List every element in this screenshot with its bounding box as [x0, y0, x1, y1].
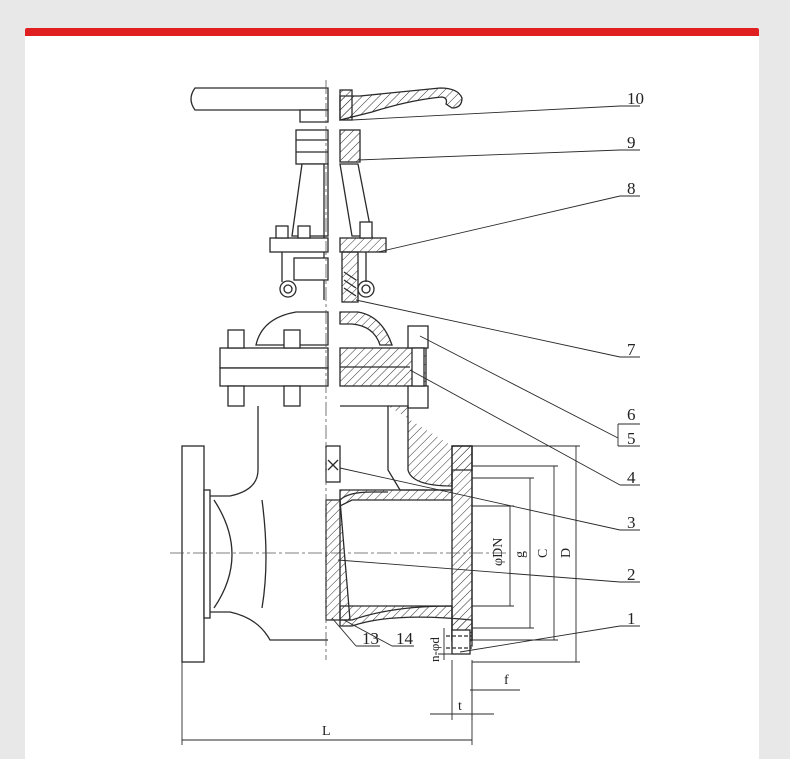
callout-5: 5 — [627, 429, 636, 448]
callout-labels: 10 9 8 7 6 5 4 3 2 1 13 14 — [362, 89, 644, 648]
callout-7: 7 — [627, 340, 636, 359]
gland-flange — [269, 221, 387, 303]
callout-6: 6 — [627, 405, 636, 424]
callout-2: 2 — [627, 565, 636, 584]
centre-lines — [170, 80, 508, 660]
dim-l: L — [322, 724, 331, 739]
accent-bar — [25, 28, 759, 36]
yoke — [291, 163, 373, 300]
valve-body — [208, 405, 473, 641]
dim-f: f — [504, 673, 509, 688]
stem-nut — [295, 129, 361, 165]
callout-4: 4 — [627, 468, 636, 487]
callout-3: 3 — [627, 513, 636, 532]
drawing-sheet: 10 9 8 7 6 5 4 3 2 1 13 14 φDN g C D n-φ… — [25, 28, 759, 759]
dim-d: D — [559, 548, 574, 558]
dimension-labels: φDN g C D n-φd f t L — [322, 538, 574, 739]
callout-1: 1 — [627, 609, 636, 628]
callout-13: 13 — [362, 629, 379, 648]
dim-t: t — [458, 699, 462, 714]
body-flange — [219, 325, 429, 409]
dim-g: g — [513, 551, 528, 558]
dim-dn: φDN — [491, 538, 506, 566]
wedge-disc — [325, 445, 351, 621]
left-flange — [181, 445, 211, 663]
handwheel — [190, 87, 463, 123]
leader-lines — [331, 105, 640, 653]
callout-9: 9 — [627, 133, 636, 152]
gate-valve-drawing: 10 9 8 7 6 5 4 3 2 1 13 14 φDN g C D n-φ… — [170, 80, 644, 745]
callout-8: 8 — [627, 179, 636, 198]
bonnet — [255, 311, 393, 346]
callout-14: 14 — [396, 629, 414, 648]
callout-10: 10 — [627, 89, 644, 108]
dimension-lines — [181, 445, 580, 745]
dim-bolt-holes: n-φd — [427, 637, 442, 662]
dim-c: C — [536, 549, 551, 558]
